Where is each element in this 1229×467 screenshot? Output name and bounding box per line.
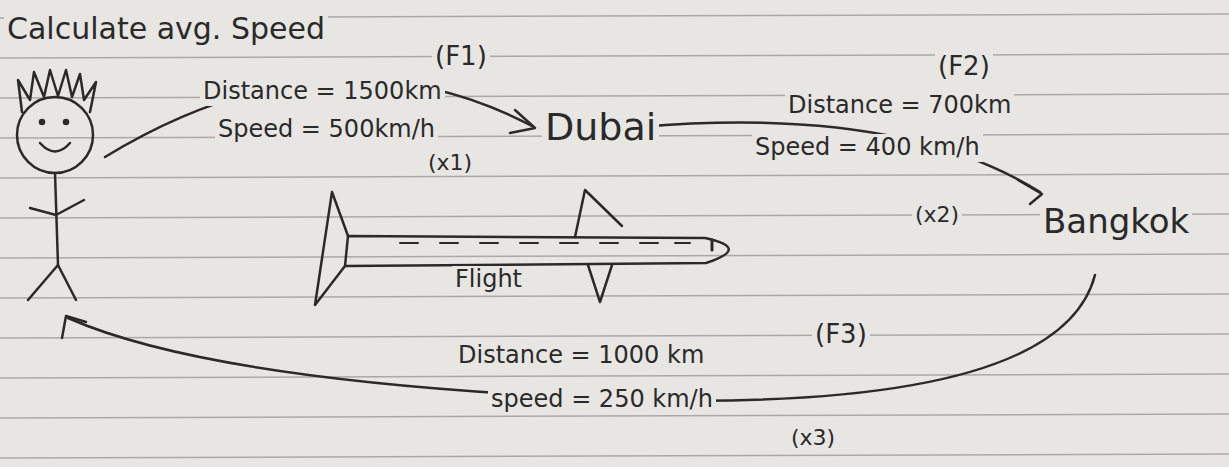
speed-note: Speed = 500km/h	[215, 116, 438, 144]
stick-figure	[17, 70, 96, 300]
ruled-lines	[0, 14, 1229, 458]
distance-note: Distance = 1000 km	[455, 342, 707, 370]
flight-number: (F3)	[812, 320, 870, 350]
plane-label: Flight	[452, 266, 525, 294]
distance-note: Distance = 700km	[785, 92, 1014, 120]
city-name: Dubai	[542, 106, 659, 150]
variable-name: (x1)	[425, 150, 475, 175]
flight-number: (F1)	[432, 42, 490, 72]
flight-arrows	[62, 80, 1095, 401]
airplane	[315, 190, 729, 305]
variable-name: (x2)	[912, 202, 962, 227]
variable-name: (x3)	[788, 425, 838, 450]
title: Calculate avg. Speed	[4, 12, 328, 47]
distance-note: Distance = 1500km	[200, 78, 445, 106]
speed-note: Speed = 400 km/h	[752, 134, 983, 162]
flight-number: (F2)	[935, 52, 993, 82]
city-name: Bangkok	[1040, 202, 1192, 241]
speed-note: speed = 250 km/h	[488, 386, 716, 414]
